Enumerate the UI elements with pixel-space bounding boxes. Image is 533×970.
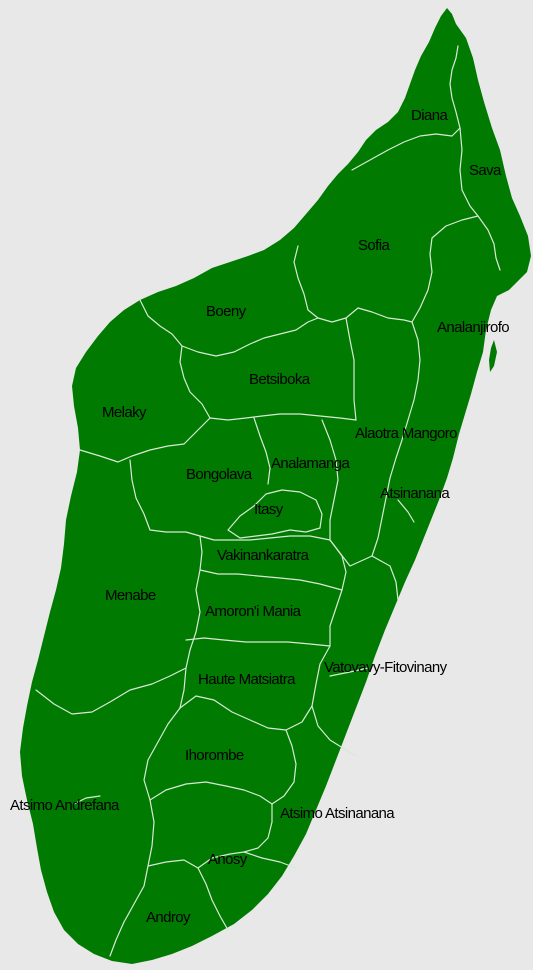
- border-melaky-bongolava: [183, 417, 211, 445]
- label-vakinankaratra[interactable]: Vakinankaratra: [217, 547, 310, 564]
- border-betsiboka-alaotra: [345, 317, 357, 421]
- border-atsinanana-south: [371, 555, 399, 601]
- border-diana-sava: [449, 45, 461, 129]
- label-sava[interactable]: Sava: [469, 162, 503, 179]
- border-sofia-sava: [459, 127, 479, 217]
- label-betsiboka[interactable]: Betsiboka: [249, 371, 311, 388]
- border-androy-west: [109, 865, 149, 957]
- region-borders: [35, 45, 501, 957]
- border-vakinankaratra-west: [199, 535, 203, 571]
- label-diana[interactable]: Diana: [411, 107, 449, 124]
- border-diana-south: [351, 127, 461, 171]
- label-alaotra-mangoro[interactable]: Alaotra Mangoro: [355, 425, 458, 442]
- border-haute-matsiatra-east: [311, 645, 331, 707]
- border-haute-matsiatra-south: [179, 695, 313, 731]
- label-atsinanana[interactable]: Atsinanana: [380, 485, 451, 502]
- border-vatovavy-south: [311, 705, 357, 757]
- border-analamanga-alaotra: [321, 419, 339, 541]
- border-amoron-east: [329, 589, 343, 647]
- border-anosy-internal: [197, 851, 245, 869]
- label-boeny[interactable]: Boeny: [206, 303, 247, 320]
- nosy-boraha-island: [489, 340, 497, 372]
- label-melaky[interactable]: Melaky: [102, 404, 148, 421]
- border-bongolava-analamanga: [253, 417, 271, 485]
- border-sofia-analanjirofo: [411, 215, 479, 323]
- border-anosy-androy: [147, 859, 229, 931]
- border-boeny-betsiboka: [181, 317, 319, 357]
- label-sofia[interactable]: Sofia: [358, 237, 391, 254]
- border-amoron-south: [185, 637, 331, 647]
- madagascar-island[interactable]: [20, 8, 531, 964]
- border-atsimo-atsinanana-anosy: [243, 851, 297, 869]
- border-menabe-atsimo-andrefana: [35, 667, 187, 715]
- border-vatovavy-line: [329, 667, 369, 677]
- border-atsimo-andrefana-coast: [73, 795, 101, 805]
- border-haute-matsiatra-west: [179, 667, 187, 709]
- border-alaotra-atsinanana: [371, 419, 409, 557]
- border-melaky-menabe: [79, 443, 185, 463]
- border-itasy: [227, 489, 323, 539]
- border-vakinankaratra-north: [199, 535, 331, 541]
- border-atsimo-atsinanana-west: [243, 803, 273, 853]
- border-sofia-boeny: [293, 245, 347, 323]
- border-anosy-west: [147, 799, 155, 867]
- border-atsinanana-vakinankaratra: [329, 539, 373, 567]
- label-vatovavy-fitovinany[interactable]: Vatovavy-Fitovinany: [324, 659, 448, 676]
- label-analamanga[interactable]: Analamanga: [271, 455, 351, 472]
- border-sava-analanjirofo: [477, 215, 501, 271]
- border-betsiboka-west: [179, 345, 211, 419]
- border-atsinanana-coast: [397, 499, 415, 523]
- border-alaotra-analanjirofo: [407, 321, 421, 421]
- label-analanjirofo[interactable]: Analanjirofo: [437, 319, 510, 336]
- border-ihorombe-west: [143, 707, 181, 801]
- label-ihorombe[interactable]: Ihorombe: [185, 747, 244, 764]
- label-itasy[interactable]: Itasy: [254, 501, 284, 518]
- label-menabe[interactable]: Menabe: [105, 587, 156, 604]
- label-atsimo-atsinanana[interactable]: Atsimo Atsinanana: [280, 805, 396, 822]
- border-vakinankaratra-south: [199, 569, 343, 591]
- label-bongolava[interactable]: Bongolava: [186, 466, 253, 483]
- border-ihorombe-south: [149, 781, 273, 805]
- border-betsiboka-south: [209, 413, 357, 421]
- label-androy[interactable]: Androy: [146, 909, 192, 926]
- border-boeny-melaky: [139, 299, 183, 347]
- border-bongolava-menabe: [129, 459, 201, 537]
- label-anosy[interactable]: Anosy: [208, 851, 248, 868]
- label-haute-matsiatra[interactable]: Haute Matsiatra: [198, 671, 297, 688]
- label-amoron-i-mania[interactable]: Amoron'i Mania: [205, 603, 302, 620]
- border-menabe-east: [185, 569, 201, 669]
- border-ihorombe-east: [271, 729, 297, 805]
- region-labels: Diana Sava Sofia Boeny Analanjirofo Bets…: [10, 107, 510, 926]
- label-atsimo-andrefana[interactable]: Atsimo Andrefana: [10, 797, 121, 814]
- border-sofia-south: [345, 307, 413, 323]
